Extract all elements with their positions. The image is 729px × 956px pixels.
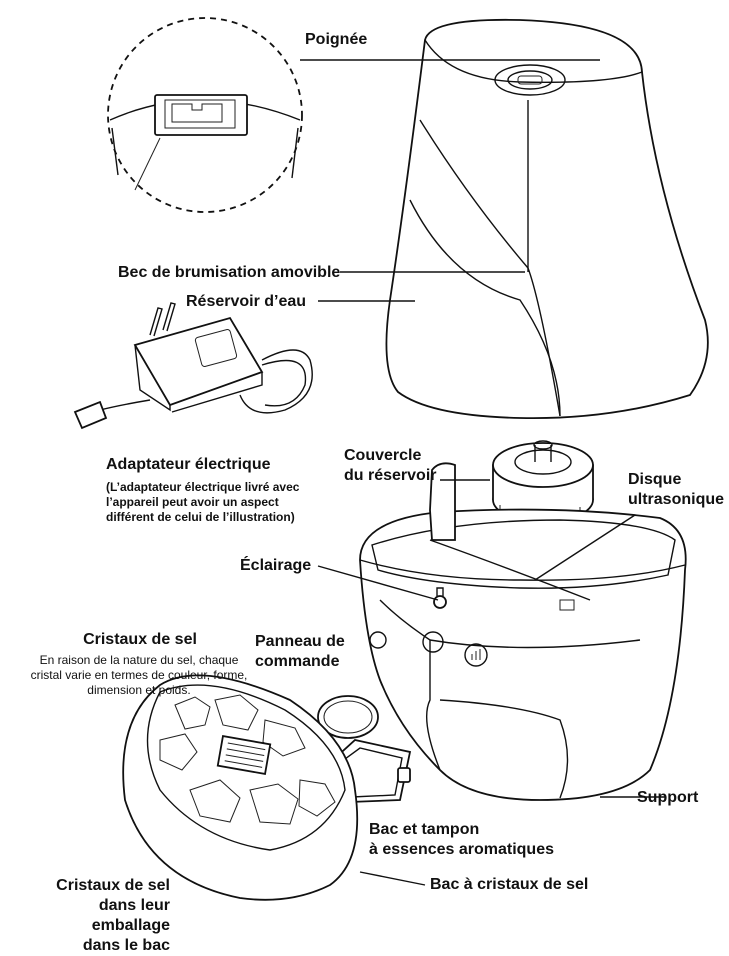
salt-tray-illustration (122, 674, 359, 901)
label-lighting: Éclairage (240, 557, 312, 574)
base-unit-illustration (359, 462, 687, 801)
leader-lines (300, 59, 665, 886)
salt-crystals-note: En raison de la nature du sel, chaque cr… (30, 653, 248, 697)
tank-cap-illustration (492, 440, 594, 526)
power-adapter-note: (L’adaptateur électrique livré avec l’ap… (106, 480, 300, 524)
label-mist-nozzle: Bec de brumisation amovible (118, 264, 341, 281)
label-aroma-tray: Bac et tampon à essences aromatiques (369, 821, 554, 858)
label-salt-crystals: Cristaux de sel (83, 631, 197, 648)
label-ultrasonic-disc: Disque ultrasonique (628, 471, 725, 508)
label-base: Support (637, 789, 699, 806)
label-packaged-salt: Cristaux de sel dans leur emballage dans… (56, 877, 170, 954)
label-control-panel: Panneau de commande (255, 633, 345, 670)
label-tank-cap: Couvercle du réservoir (344, 447, 437, 484)
power-adapter-illustration (73, 302, 313, 430)
label-water-tank: Réservoir d’eau (186, 293, 307, 310)
label-salt-tray: Bac à cristaux de sel (430, 876, 589, 893)
label-handle: Poignée (305, 31, 368, 48)
water-tank-illustration (385, 18, 709, 420)
label-power-adapter: Adaptateur électrique (106, 456, 271, 473)
handle-detail-circle (107, 17, 303, 213)
